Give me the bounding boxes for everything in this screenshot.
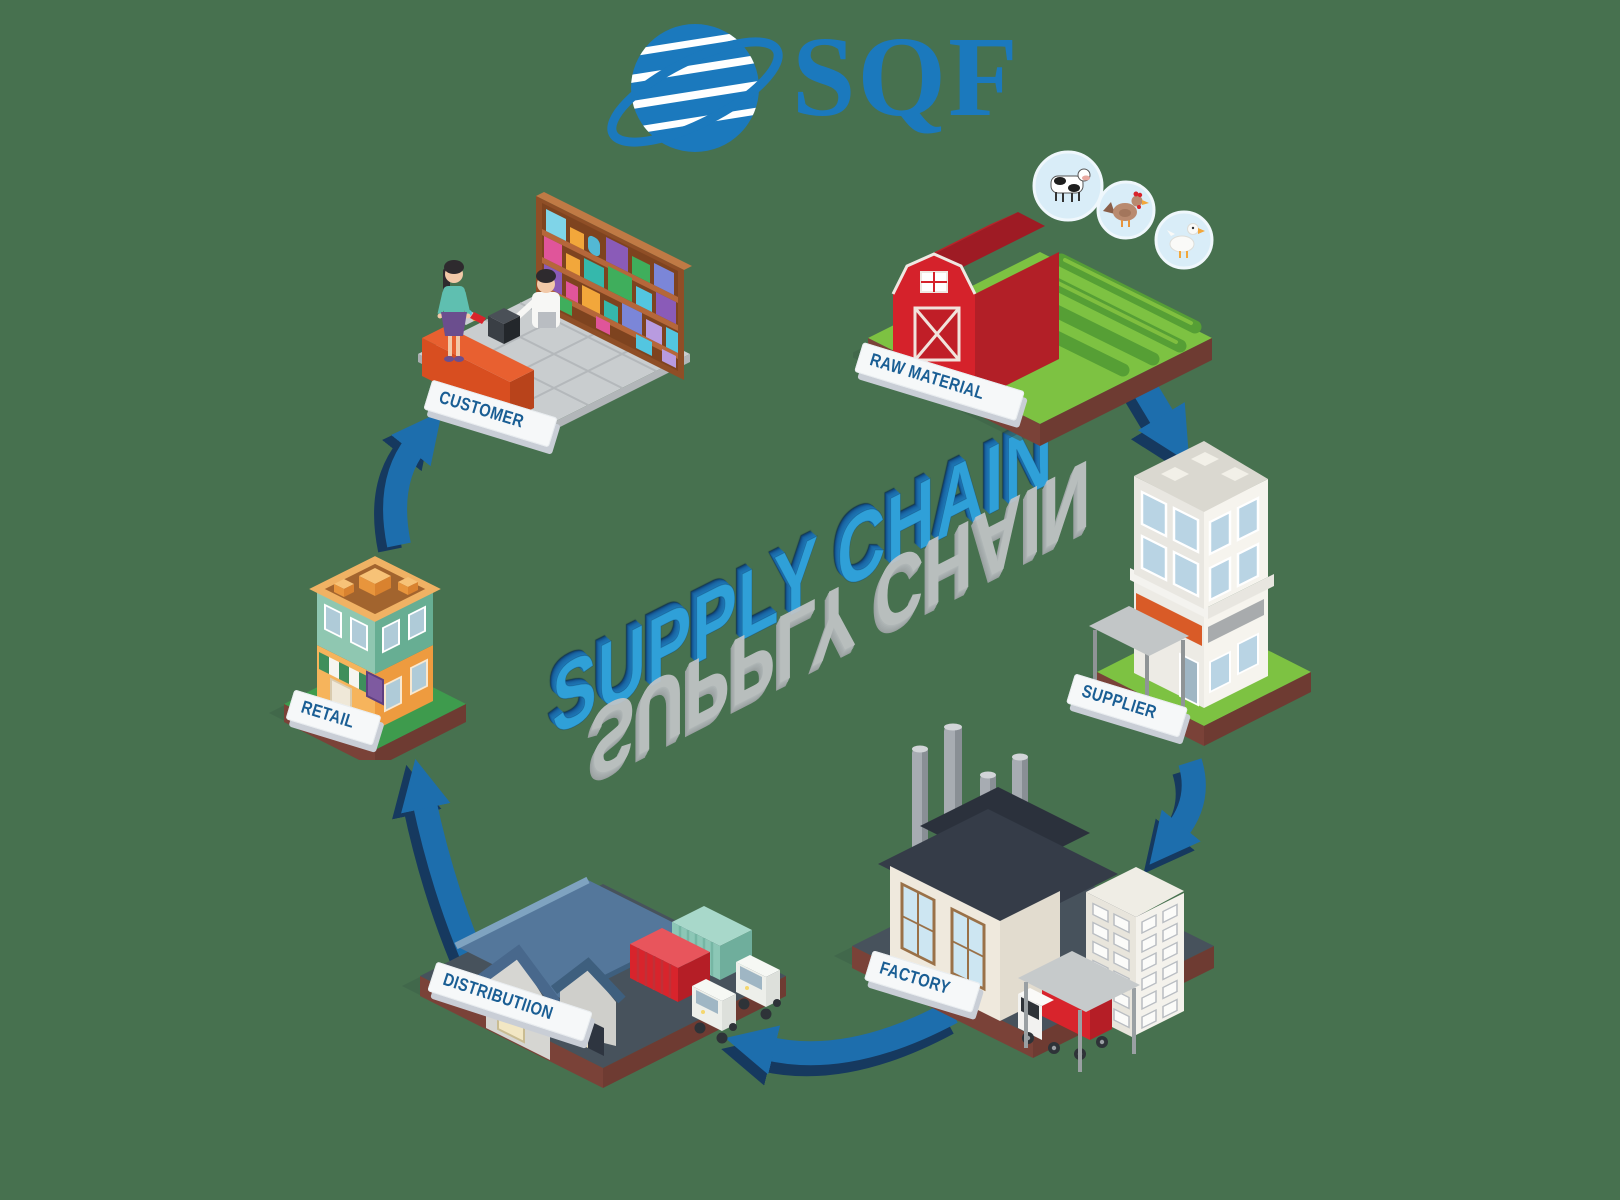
- store-shelf: [536, 192, 692, 381]
- node-customer: [396, 168, 696, 446]
- shop-sign: [366, 670, 384, 706]
- logo-wordmark: SQF: [792, 13, 1020, 140]
- container-red: [630, 928, 710, 1002]
- node-factory: [828, 676, 1226, 1080]
- customer-person: [437, 260, 471, 362]
- warehouse-icon: [402, 876, 786, 1088]
- globe-orbit-icon: [607, 24, 783, 152]
- node-supplier: [1073, 418, 1335, 752]
- factory-building-icon: [834, 723, 1214, 1072]
- sqf-logo: SQF: [600, 12, 1030, 162]
- office-building-icon: [1079, 441, 1311, 746]
- duck-icon: [1154, 210, 1214, 270]
- hen-icon: [1096, 180, 1156, 240]
- arrow-supplier-to-factory: [1143, 758, 1206, 874]
- shop-building-icon: [269, 556, 466, 760]
- cow-icon: [1032, 150, 1104, 222]
- awning-canopy: [1089, 606, 1189, 656]
- arrow-factory-to-distribution: [721, 1001, 958, 1086]
- node-distribution: [392, 826, 794, 1098]
- loading-canopy: [1018, 951, 1140, 1012]
- node-retail: [266, 498, 484, 760]
- roof-boxes: [334, 568, 418, 597]
- barn-farm-icon: [853, 150, 1214, 446]
- node-raw-material: [853, 148, 1235, 448]
- arrow-retail-to-customer: [374, 411, 443, 553]
- striped-awning: [319, 652, 369, 695]
- store-checkout-icon: [418, 192, 692, 430]
- cashier-person: [509, 269, 560, 328]
- barn-icon: [891, 212, 1059, 401]
